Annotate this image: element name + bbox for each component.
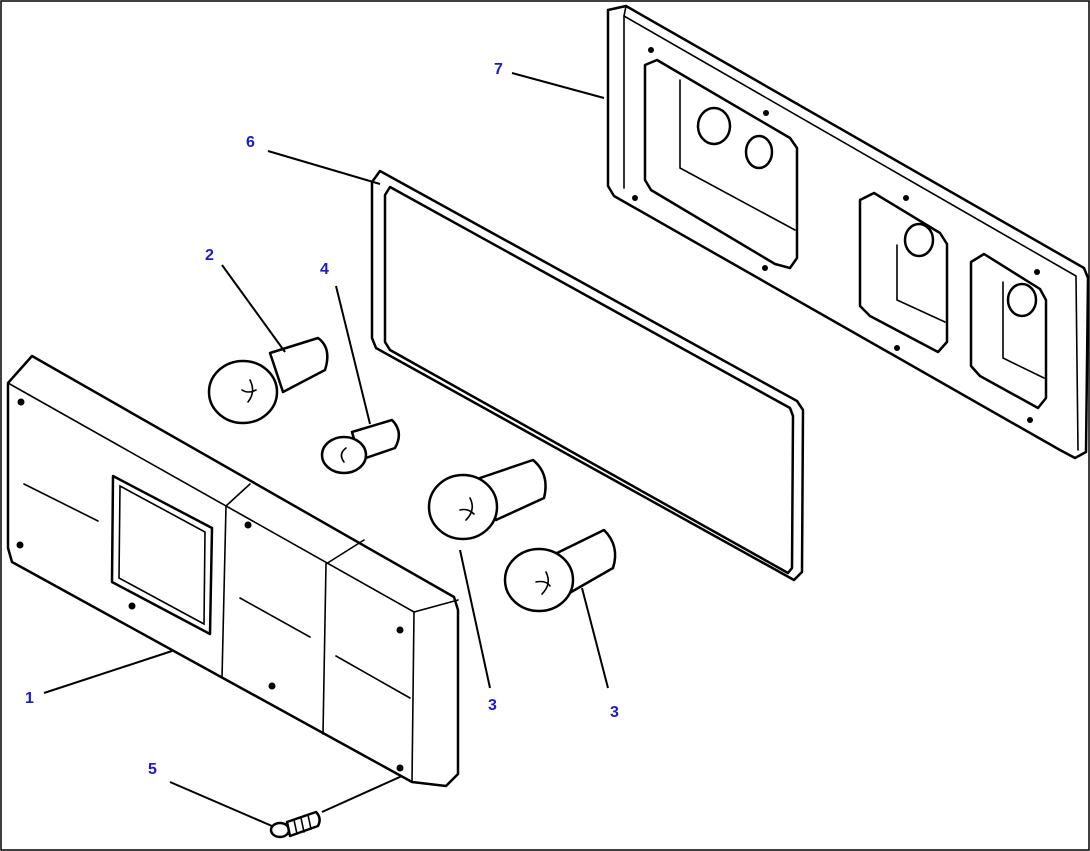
callout-7: 7 [494,61,503,78]
leader-5a [169,781,273,827]
screw [269,810,321,839]
gasket [370,169,805,582]
bulb-upper [427,458,547,541]
bulb-lower [503,528,617,613]
leader-4 [335,285,371,425]
leader-1 [43,650,173,694]
leader-6 [267,150,381,185]
leader-7 [511,72,605,99]
callout-1: 1 [25,690,34,707]
callout-4: 4 [320,261,329,278]
callout-2: 2 [205,247,214,264]
callout-3-upper-bulb: 3 [488,697,497,714]
callout-3-lower-bulb: 3 [610,704,619,721]
large-bulb [207,336,329,425]
leader-3b [581,587,609,689]
callout-5: 5 [148,761,157,778]
leader-3a [459,549,491,689]
mounting-plate [606,4,1090,460]
leader-2 [221,264,286,353]
callouts: 1 2 3 3 4 5 6 7 [25,61,619,778]
leader-5b [321,775,403,813]
small-bulb [320,418,401,475]
leader-lines [43,72,609,827]
callout-6: 6 [246,134,255,151]
lamp-body [6,354,460,788]
